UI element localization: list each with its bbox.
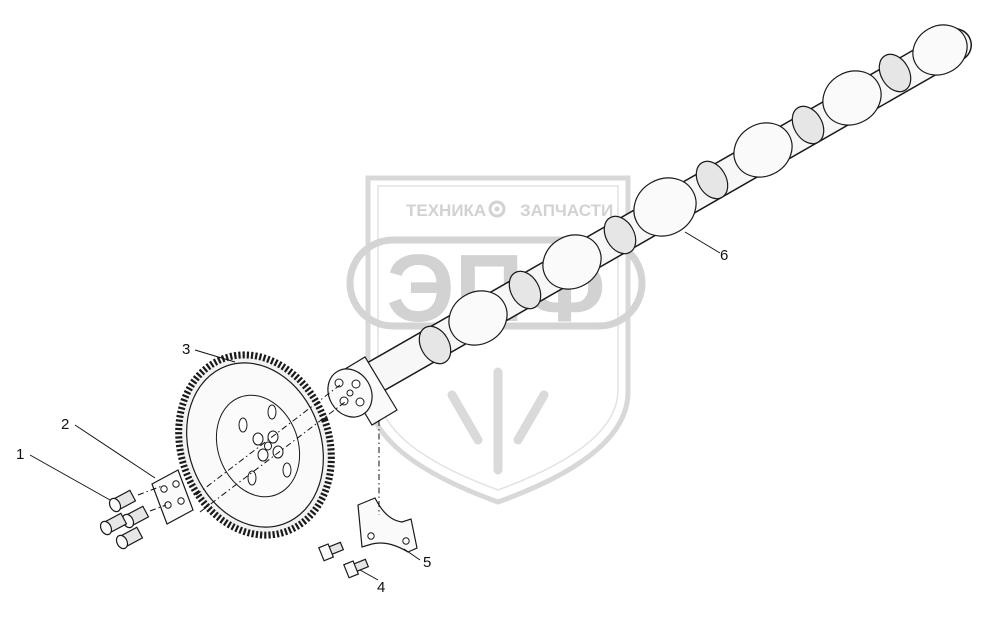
camshaft-nose <box>327 356 398 426</box>
watermark-shield <box>365 175 631 505</box>
callout-2: 2 <box>61 416 69 433</box>
callout-leaders <box>29 231 721 581</box>
callout-3: 3 <box>182 341 190 358</box>
callout-4: 4 <box>377 579 385 596</box>
camshaft-gear <box>175 351 335 539</box>
gear-icon <box>488 200 506 218</box>
wheat-icon <box>447 367 549 475</box>
bolts-set <box>99 489 150 550</box>
camshaft <box>327 24 972 426</box>
small-bolts <box>318 541 370 579</box>
camshaft-lobes <box>418 24 968 365</box>
flange-plate <box>151 469 194 525</box>
watermark: ТЕХНИКА ЗАПЧАСТИ ЭПФ <box>346 175 646 505</box>
watermark-shield-inner <box>377 185 619 491</box>
thrust-plate <box>357 420 418 553</box>
watermark-text-left: ТЕХНИКА <box>406 201 486 220</box>
bolt-axes <box>137 384 346 513</box>
callout-6: 6 <box>720 247 728 264</box>
gear-bolt-holes <box>238 404 292 486</box>
callout-1: 1 <box>16 446 24 463</box>
watermark-text-right: ЗАПЧАСТИ <box>520 201 613 220</box>
callout-5: 5 <box>423 554 431 571</box>
